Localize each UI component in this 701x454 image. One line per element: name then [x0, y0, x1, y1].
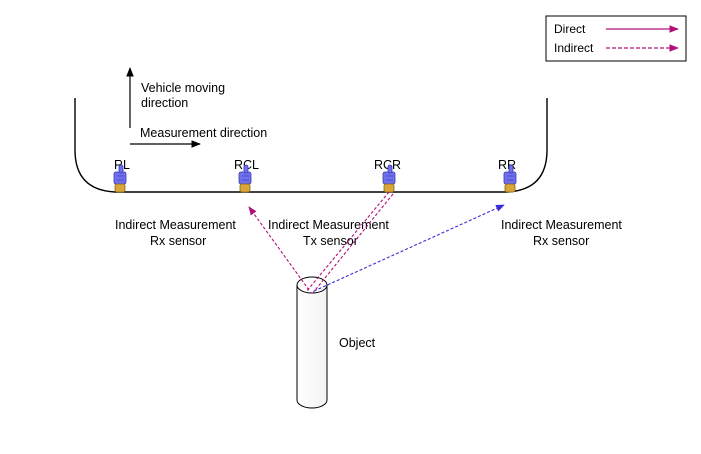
legend-box — [545, 15, 687, 62]
caption-right-line1: Indirect Measurement — [501, 218, 622, 232]
sensor-icon-rl — [113, 164, 127, 193]
measurement-direction-label: Measurement direction — [140, 126, 267, 140]
tx-path-1 — [305, 191, 390, 293]
caption-right-line2: Rx sensor — [533, 234, 589, 248]
bumper-outline — [74, 98, 548, 193]
caption-center-line2: Tx sensor — [303, 234, 358, 248]
indirect-path-rcl — [248, 206, 310, 291]
caption-left-line1: Indirect Measurement — [115, 218, 236, 232]
object-label: Object — [339, 336, 376, 350]
object-cylinder — [296, 276, 328, 409]
tx-path-2 — [311, 193, 394, 295]
vehicle-direction-label-2: direction — [141, 96, 188, 110]
sensor-icon-rr — [503, 164, 517, 193]
vehicle-direction-label-1: Vehicle moving — [141, 81, 225, 95]
legend-indirect-label: Indirect — [554, 41, 594, 55]
sensor-icon-rcr — [382, 164, 396, 193]
caption-center-line1: Indirect Measurement — [268, 218, 389, 232]
sensor-icon-rcl — [238, 164, 252, 193]
legend-direct-label: Direct — [554, 22, 586, 36]
legend: Direct Indirect — [545, 15, 687, 62]
caption-left-line2: Rx sensor — [150, 234, 206, 248]
sensor-label-rcr: RCR — [374, 158, 401, 172]
